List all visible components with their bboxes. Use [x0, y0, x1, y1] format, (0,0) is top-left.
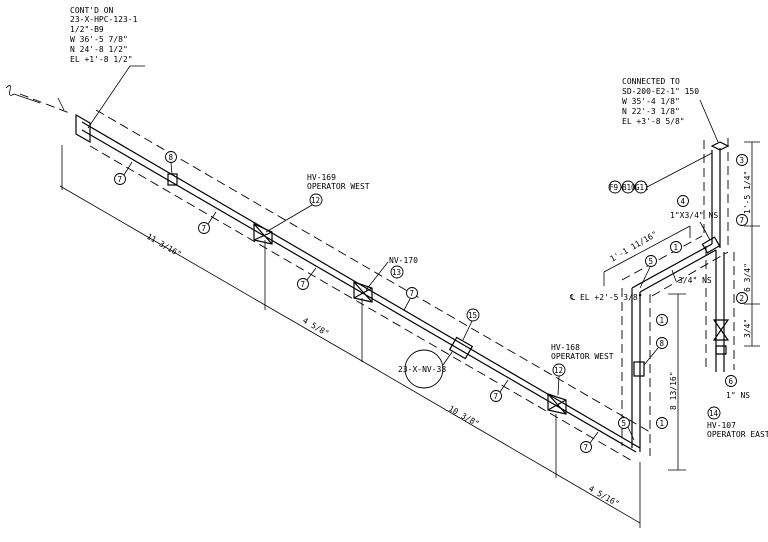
svg-text:4: 4: [681, 197, 686, 206]
svg-text:1"X3/4" NS: 1"X3/4" NS: [670, 211, 718, 220]
svg-text:14: 14: [709, 409, 719, 418]
svg-text:OPERATOR WEST: OPERATOR WEST: [307, 182, 370, 191]
svg-text:12: 12: [311, 196, 320, 205]
svg-text:℄ EL +2'-5 3/8": ℄ EL +2'-5 3/8": [569, 293, 643, 302]
svg-text:3/4" NS: 3/4" NS: [678, 276, 712, 285]
balloon-2: [736, 292, 748, 304]
pipe-start-plug: [75, 113, 91, 144]
svg-text:13: 13: [392, 268, 401, 277]
riser-markers-1: 1 1: [656, 314, 668, 429]
svg-text:6: 6: [729, 377, 734, 386]
svg-text:4 5/16": 4 5/16": [587, 484, 621, 509]
svg-text:7: 7: [118, 175, 123, 184]
lower-branch-pipe: [705, 246, 735, 372]
svg-text:3: 3: [740, 156, 745, 165]
svg-text:8: 8: [660, 339, 665, 348]
pipe-entry-dash: [19, 93, 73, 115]
svg-text:OPERATOR EAST: OPERATOR EAST: [707, 430, 768, 439]
weld-group: F9 B10 G11: [608, 152, 713, 194]
svg-text:HV-168: HV-168: [551, 343, 580, 352]
svg-text:5: 5: [622, 419, 627, 428]
svg-text:3/4": 3/4": [743, 319, 752, 338]
balloon-15: [466, 308, 480, 322]
svg-text:F9: F9: [609, 183, 618, 192]
svg-text:12: 12: [554, 366, 563, 375]
upper-branch-pipe: [621, 235, 729, 297]
balloon-7-branch: [736, 214, 748, 226]
svg-text:1/2"-B9: 1/2"-B9: [70, 25, 104, 34]
contd-on-note: CONT'D ON 23-X-HPC-123-1 1/2"-B9 W 36'-5…: [70, 6, 138, 64]
valve-nv-170: [353, 281, 373, 303]
svg-text:10 3/8": 10 3/8": [447, 404, 481, 429]
connected-to-note: CONNECTED TO SD-200-E2-1" 150 W 35'-4 1/…: [622, 77, 699, 126]
svg-text:15: 15: [468, 311, 477, 320]
svg-text:23-X-NV-38: 23-X-NV-38: [398, 365, 446, 374]
fitting-15: [448, 336, 474, 360]
connection-leader: [699, 99, 719, 143]
svg-text:7: 7: [584, 443, 589, 452]
svg-text:7: 7: [301, 280, 306, 289]
upper-vertical-pipe: [703, 138, 729, 248]
svg-text:HV-169: HV-169: [307, 173, 336, 182]
svg-text:N 22'-3 1/8": N 22'-3 1/8": [622, 107, 680, 116]
svg-text:HV-107: HV-107: [707, 421, 736, 430]
svg-text:4 5/8": 4 5/8": [301, 316, 331, 338]
svg-text:7: 7: [410, 289, 415, 298]
svg-text:1'-5 1/4": 1'-5 1/4": [743, 171, 752, 214]
balloon-8-riser: [656, 337, 668, 349]
pipe-markers-7: 7 7 7 7 7 7: [114, 161, 599, 453]
balloon-5-top: [645, 255, 657, 267]
balloon-1-branch: [670, 241, 682, 253]
svg-text:W 35'-4 1/8": W 35'-4 1/8": [622, 97, 680, 106]
balloon-12-hv169: [309, 193, 323, 207]
svg-text:7: 7: [740, 216, 745, 225]
balloon-8-top: [165, 151, 177, 163]
svg-text:5: 5: [649, 257, 654, 266]
riser-pipe: [621, 288, 651, 456]
fitting-8-riser: [633, 361, 645, 377]
svg-text:6 3/4": 6 3/4": [743, 263, 752, 292]
contd-leader: [87, 65, 145, 129]
svg-text:G11: G11: [635, 183, 649, 192]
entry-tick: [57, 97, 65, 111]
svg-text:CONT'D ON: CONT'D ON: [70, 6, 114, 15]
svg-text:7: 7: [494, 392, 499, 401]
svg-text:B10: B10: [622, 183, 636, 192]
svg-text:CONNECTED TO: CONNECTED TO: [622, 77, 680, 86]
valve-hv-169: [253, 223, 273, 245]
balloon-4: [677, 195, 689, 207]
svg-text:W 36'-5 7/8": W 36'-5 7/8": [70, 35, 128, 44]
fitting-8-main: [167, 173, 178, 186]
dimension-lines: [59, 141, 760, 528]
instrument-bubble: [404, 349, 444, 389]
reducer-4: [701, 236, 721, 254]
svg-text:1: 1: [674, 243, 679, 252]
balloon-13: [390, 265, 404, 279]
svg-text:1: 1: [660, 316, 665, 325]
svg-text:1" NS: 1" NS: [726, 391, 750, 400]
svg-text:8: 8: [169, 153, 174, 162]
balloon-3: [736, 154, 748, 166]
valve-hv-168: [547, 393, 567, 415]
svg-text:OPERATOR WEST: OPERATOR WEST: [551, 352, 614, 361]
svg-text:8 13/16": 8 13/16": [669, 371, 678, 410]
balloon-5-bottom: [618, 417, 630, 429]
valve-hv-107: [712, 319, 730, 355]
svg-text:1: 1: [660, 419, 665, 428]
break-symbol: [5, 85, 41, 104]
svg-text:SD-200-E2-1" 150: SD-200-E2-1" 150: [622, 87, 699, 96]
svg-text:2: 2: [740, 294, 745, 303]
svg-text:EL +1'-8 1/2": EL +1'-8 1/2": [70, 55, 133, 64]
svg-text:N 24'-8 1/2": N 24'-8 1/2": [70, 45, 128, 54]
svg-text:11 3/16": 11 3/16": [145, 232, 183, 259]
svg-text:23-X-HPC-123-1: 23-X-HPC-123-1: [70, 15, 138, 24]
balloon-6: [725, 375, 737, 387]
svg-text:7: 7: [202, 224, 207, 233]
svg-text:EL +3'-8 5/8": EL +3'-8 5/8": [622, 117, 685, 126]
balloon-14: [707, 406, 721, 420]
connection-end: [710, 141, 730, 151]
svg-text:NV-170: NV-170: [389, 256, 418, 265]
